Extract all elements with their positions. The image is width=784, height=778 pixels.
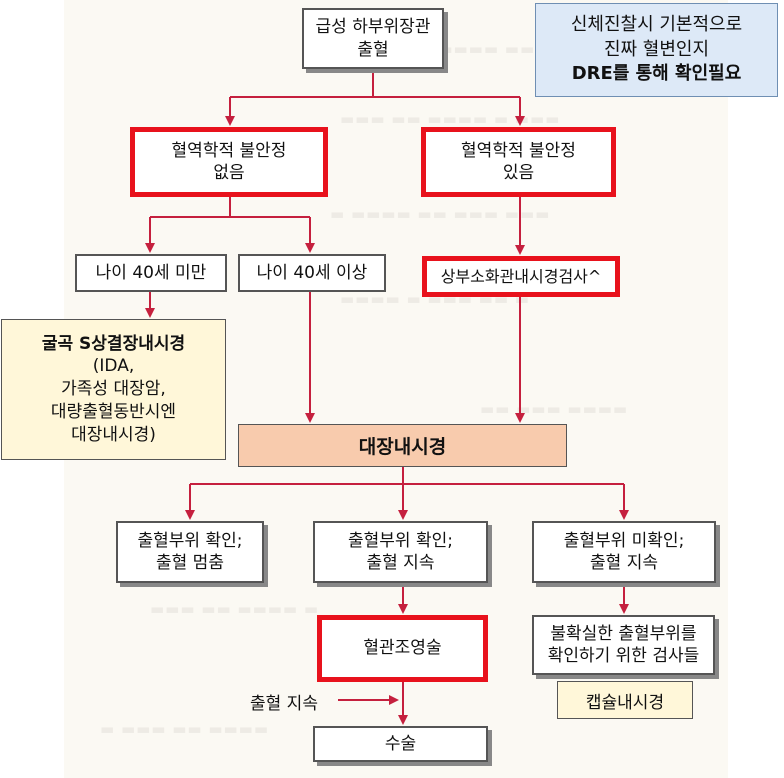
node-text: 수술 [384,733,417,754]
node-text: 급성 하부위장관 [315,17,431,38]
node-site-confirmed-ongoing: 출혈부위 확인; 출혈 지속 [313,521,488,583]
node-age-over-40: 나이 40세 이상 [238,254,386,292]
node-localization-tests: 불확실한 출혈부위를 확인하기 위한 검사들 [532,615,715,675]
node-text: 나이 40세 이상 [256,262,368,283]
node-site-confirmed-stopped: 출혈부위 확인; 출혈 멈춤 [116,521,264,583]
node-text: 나이 40세 미만 [95,262,207,283]
memo-title: 굴곡 S상결장내시경 [41,333,186,354]
node-text: 없음 [213,163,245,183]
node-text: 확인하기 위한 검사들 [547,646,700,666]
node-surgery: 수술 [313,726,488,762]
node-text: 출혈 [357,39,389,60]
node-text: 혈관조영술 [363,638,442,659]
memo-text: 대량출혈동반시엔 [50,401,177,422]
note-line: 진짜 혈변인지 [603,38,710,60]
node-text: 출혈 멈춤 [156,553,224,573]
memo-text: 캡슐내시경 [585,692,665,713]
note-line: 신체진찰시 기본적으로 [570,13,743,35]
background-texture: ▬▬▬ ▬▬ ▬▬▬▬ ▬ ▬▬▬ [340,110,561,128]
node-angiography: 혈관조영술 [317,615,488,682]
page-margin-right [728,0,784,778]
memo-text: (IDA, [92,356,135,377]
memo-capsule-endoscopy: 캡슐내시경 [557,681,693,719]
node-text: 출혈 지속 [590,553,658,573]
node-site-unconfirmed-ongoing: 출혈부위 미확인; 출혈 지속 [532,521,716,583]
node-text: 출혈부위 미확인; [563,530,685,551]
node-text: 출혈부위 확인; [348,530,453,551]
memo-text: 가족성 대장암, [61,379,166,400]
node-acute-lgib: 급성 하부위장관 출혈 [302,8,444,69]
node-text: 출혈 지속 [366,553,435,573]
node-colonoscopy: 대장내시경 [238,424,567,467]
memo-text: 대장내시경) [71,424,156,445]
node-upper-endoscopy: 상부소화관내시경검사^ [422,256,620,297]
node-text: 출혈부위 확인; [137,530,243,551]
node-text: 혈역학적 불안정 [461,140,576,161]
note-line-bold: DRE를 통해 확인필요 [571,63,742,85]
node-age-under-40: 나이 40세 미만 [75,254,227,292]
node-text: 혈역학적 불안정 [171,140,287,161]
memo-flexible-sigmoidoscopy: 굴곡 S상결장내시경 (IDA, 가족성 대장암, 대량출혈동반시엔 대장내시경… [1,319,226,460]
node-text: 대장내시경 [358,436,447,458]
background-texture: ▬ ▬▬▬ ▬▬ ▬▬▬▬ [100,720,270,738]
background-texture: ▬▬▬ ▬▬ ▬▬▬▬ ▬ [150,600,320,618]
node-text: 상부소화관내시경검사^ [440,266,602,286]
node-hemodynamic-stable: 혈역학적 불안정 없음 [130,127,328,197]
background-texture: ▬ ▬▬▬▬ ▬▬ ▬▬▬ ▬▬▬ [330,205,551,223]
dre-note: 신체진찰시 기본적으로 진짜 혈변인지 DRE를 통해 확인필요 [535,3,778,97]
node-text: 불확실한 출혈부위를 [550,623,697,644]
node-text: 있음 [502,163,535,183]
label-ongoing-bleeding: 출혈 지속 [250,694,318,714]
node-hemodynamic-unstable: 혈역학적 불안정 있음 [421,127,616,197]
